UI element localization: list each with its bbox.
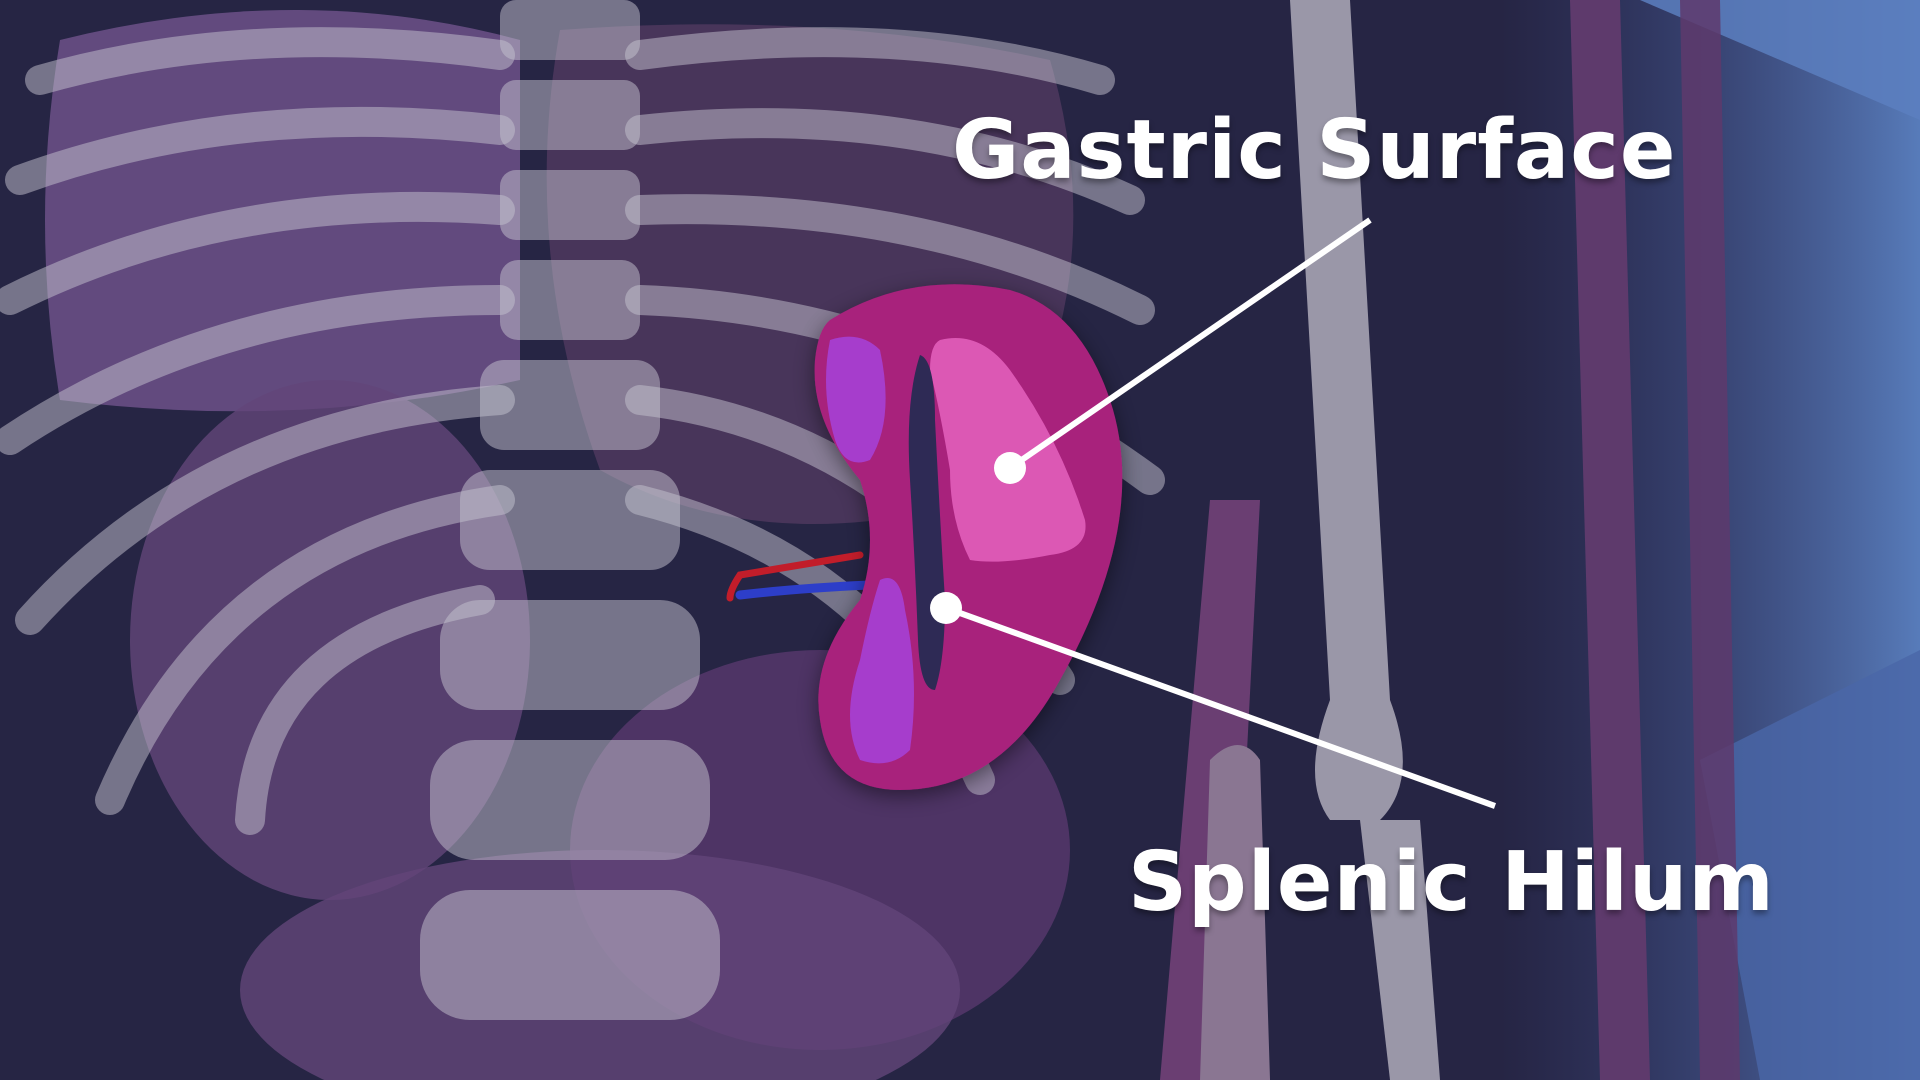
- spine: [420, 0, 720, 1020]
- vertebra: [420, 890, 720, 1020]
- pointers: [930, 217, 1497, 809]
- gastric-surface-label: Gastric Surface: [952, 103, 1677, 198]
- rib-left: [25, 27, 515, 95]
- vertebra: [500, 0, 640, 60]
- vertebra: [500, 170, 640, 240]
- rib-left: [5, 106, 515, 195]
- spleen-violet-patch: [826, 336, 886, 463]
- rib-right: [625, 27, 1115, 95]
- background-band: [1700, 650, 1920, 1080]
- rib-right: [625, 194, 1155, 325]
- rib-left: [15, 385, 515, 635]
- limb-stripe: [1680, 0, 1740, 1080]
- vertebra: [480, 360, 660, 450]
- pointer-dot-gastric: [994, 452, 1026, 484]
- splenic-hilum-label: Splenic Hilum: [1128, 835, 1775, 930]
- rib-left: [235, 585, 495, 835]
- vertebra: [440, 600, 700, 710]
- pointer-dot-hilum: [930, 592, 962, 624]
- spleen: [814, 284, 1123, 790]
- vertebra: [460, 470, 680, 570]
- limb-stripe: [1570, 0, 1650, 1080]
- pointer-line-hilum: [944, 605, 1497, 809]
- rib-right: [625, 108, 1145, 215]
- vertebra: [500, 260, 640, 340]
- vertebra: [500, 80, 640, 150]
- spleen-violet-patch: [850, 578, 914, 764]
- rib-left: [0, 285, 515, 455]
- splenic-vessels: [726, 551, 875, 602]
- limb-bones: [1160, 0, 1740, 1080]
- splenic-vein: [735, 580, 875, 600]
- shin-bone: [1200, 745, 1270, 1080]
- femur-bone: [1290, 0, 1403, 820]
- tibia-bone: [1360, 820, 1440, 1080]
- spleen-light-patch: [930, 338, 1086, 562]
- splenic-artery: [726, 551, 864, 602]
- rib-left: [0, 191, 515, 315]
- pointer-line-gastric: [1008, 217, 1372, 471]
- rib-left: [95, 485, 515, 815]
- vertebra: [430, 740, 710, 860]
